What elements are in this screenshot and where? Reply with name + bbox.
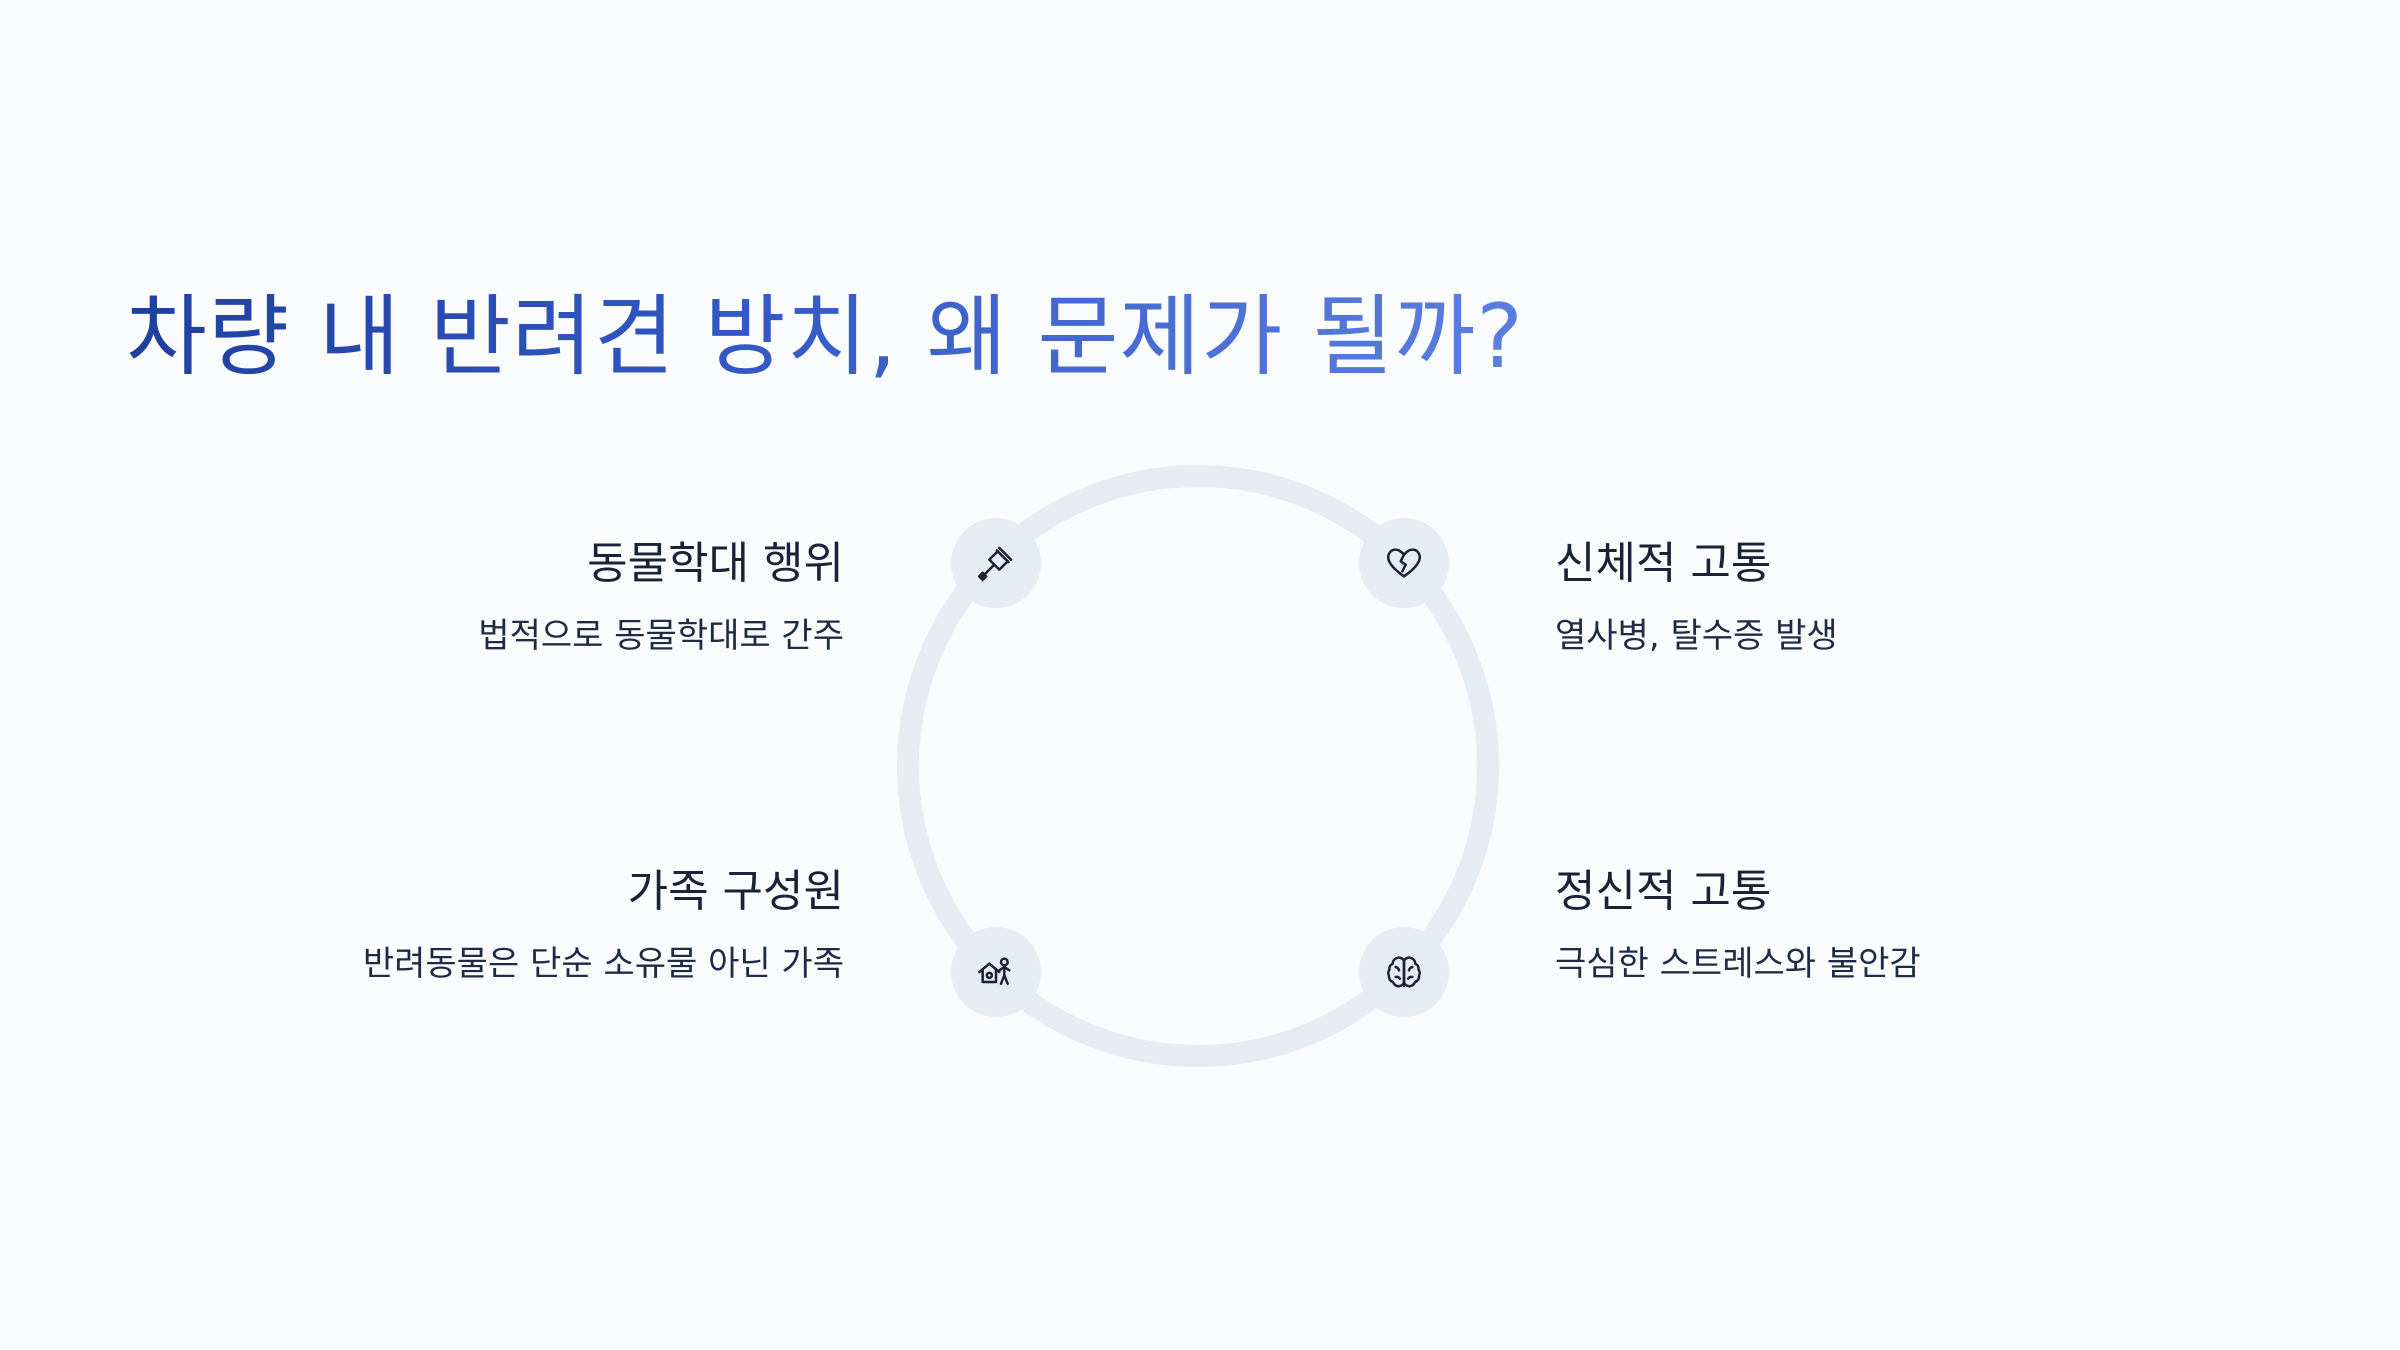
gavel-icon [977,546,1013,582]
node-physical [1359,518,1449,608]
item-legal-desc: 법적으로 동물학대로 간주 [478,616,844,656]
item-mental-desc: 극심한 스트레스와 불안감 [1555,944,1921,984]
item-legal: 동물학대 행위 법적으로 동물학대로 간주 [478,536,844,658]
node-legal [951,518,1041,608]
item-physical: 신체적 고통 열사병, 탈수증 발생 [1555,536,1838,658]
item-mental-title: 정신적 고통 [1555,866,1772,917]
node-family [951,927,1041,1017]
item-family: 가족 구성원 반려동물은 단순 소유물 아닌 가족 [363,864,844,986]
item-family-title: 가족 구성원 [627,866,844,917]
item-legal-title: 동물학대 행위 [587,538,844,589]
item-mental: 정신적 고통 극심한 스트레스와 불안감 [1555,864,1921,986]
brain-icon [1387,956,1421,988]
item-physical-desc: 열사병, 탈수증 발생 [1555,616,1838,656]
broken-heart-icon [1387,548,1421,578]
item-family-desc: 반려동물은 단순 소유물 아닌 가족 [362,944,844,984]
page-title: 차량 내 반려견 방치, 왜 문제가 될까? [126,282,1524,392]
family-home-icon [978,957,1011,985]
node-mental [1359,927,1449,1017]
item-physical-title: 신체적 고통 [1555,538,1772,589]
